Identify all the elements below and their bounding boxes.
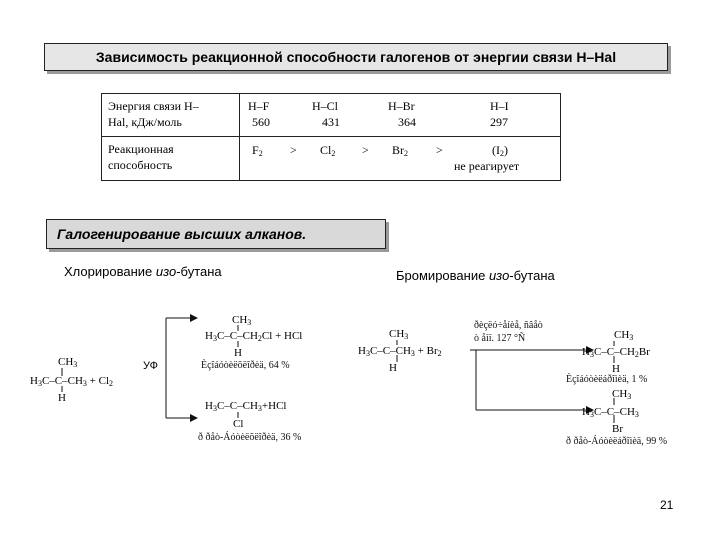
chl-p2-main: H3C–C–CH3+HCl	[205, 400, 287, 413]
gt-sign-3: >	[436, 143, 443, 157]
chl-reactant-ch3: CH3	[58, 356, 78, 369]
gt-sign-2: >	[362, 143, 369, 157]
chl-reactant-h: H	[58, 392, 66, 404]
br-reactant-main: H3C–C–CH3 + Br2	[358, 345, 442, 358]
br-reactant-h: H	[389, 362, 397, 374]
chl-p1-yield: Èçîáóòèëõëîðèä, 64 %	[201, 360, 290, 371]
row1-label-line1: Энергия связи H–	[108, 99, 199, 113]
chl-reactant-main: H3C–C–CH3 + Cl2	[30, 375, 114, 388]
header-title: Зависимость реакционной способности гало…	[95, 49, 617, 65]
bond-hbr: H–Br	[388, 99, 415, 113]
no-reaction-label: не реагирует	[454, 159, 520, 173]
section-title: Галогенирование высших алканов.	[57, 226, 307, 242]
table-col-divider	[239, 94, 240, 180]
br-p1-h: H	[612, 363, 620, 375]
chl-p1-main: H3C–C–CH2Cl + HCl	[205, 330, 303, 343]
halogen-cl2: Cl2	[320, 143, 336, 158]
halogen-f2: F2	[252, 143, 263, 158]
header-title-box: Зависимость реакционной способности гало…	[44, 43, 668, 71]
chl-condition: УФ	[143, 360, 158, 372]
br-p2-ch3: CH3	[612, 388, 632, 401]
row1-label-line2: Hal, кДж/моль	[108, 115, 182, 129]
row2-label-line1: Реакционная	[108, 142, 174, 156]
energy-hcl: 431	[322, 115, 340, 129]
bromination-caption: Бромирование изо-бутана	[396, 268, 555, 283]
chl-p2-cl: Cl	[233, 418, 244, 430]
bond-hi: H–I	[490, 99, 509, 113]
energy-hf: 560	[252, 115, 270, 129]
bond-hf: H–F	[248, 99, 270, 113]
table-row-divider	[102, 136, 560, 137]
br-condition-line2: ò åìï. 127 °Ñ	[474, 333, 526, 344]
chl-p1-h: H	[234, 347, 242, 359]
br-p2-yield: ð ðåò-Áóòèëáðîìèä, 99 %	[566, 436, 668, 447]
halogen-i2: (I2)	[492, 143, 508, 158]
br-p1-main: H3C–C–CH2Br	[582, 346, 650, 359]
page-number: 21	[660, 498, 674, 512]
br-reactant-ch3: CH3	[389, 328, 409, 341]
section-title-box: Галогенирование высших алканов.	[46, 219, 386, 249]
energy-hi: 297	[490, 115, 508, 129]
br-p2-br: Br	[612, 423, 623, 435]
chl-p1-ch3: CH3	[232, 314, 252, 327]
halogen-br2: Br2	[392, 143, 408, 158]
br-p2-main: H3C–C–CH3	[582, 406, 639, 419]
br-condition-line1: ðèçëó÷åíèå, ñâåò	[474, 320, 543, 331]
energy-table: Энергия связи H– Hal, кДж/моль H–F H–Cl …	[101, 93, 561, 181]
chl-p2-yield: ð ðåò-Áóòèëõëîðèä, 36 %	[198, 432, 302, 443]
energy-hbr: 364	[398, 115, 416, 129]
br-p1-yield: Èçîáóòèëáðîìèä, 1 %	[566, 374, 648, 385]
row2-label-line2: способность	[108, 158, 173, 172]
gt-sign-1: >	[290, 143, 297, 157]
chlorination-caption: Хлорирование изо-бутана	[64, 264, 222, 279]
bond-hcl: H–Cl	[312, 99, 339, 113]
br-p1-ch3: CH3	[614, 329, 634, 342]
